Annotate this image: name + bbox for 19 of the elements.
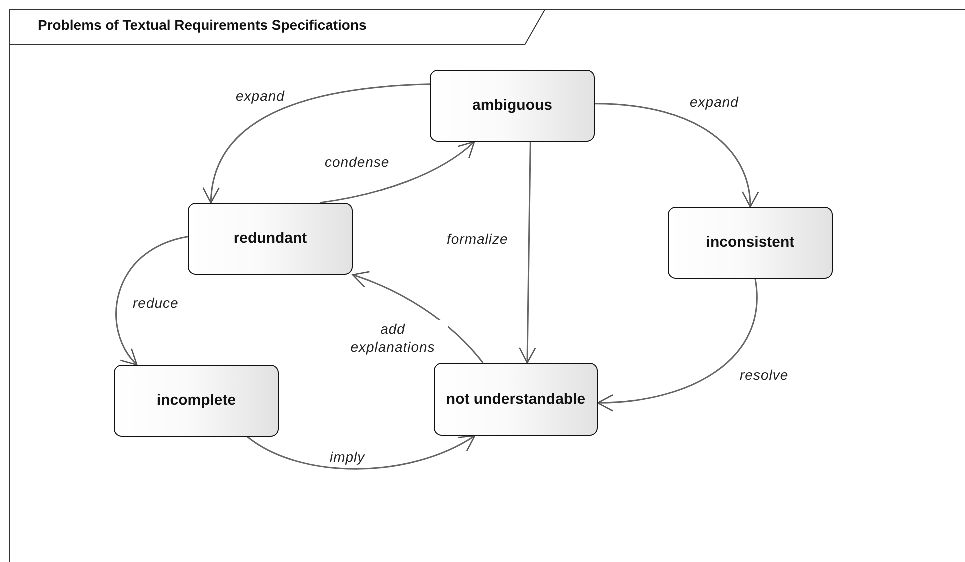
state-box: [188, 203, 353, 275]
state-name: incomplete: [156, 392, 238, 410]
arrow: [352, 272, 484, 364]
state-box: [114, 365, 279, 437]
arrow: [247, 435, 476, 470]
arrow: [204, 84, 430, 204]
state-box: [430, 70, 595, 142]
state-name: inconsistent: [705, 234, 796, 252]
arrow: [519, 142, 536, 364]
state-name: redundant: [232, 230, 308, 248]
arrow: [320, 141, 476, 204]
state-name: not understandable: [445, 390, 587, 408]
state-box: [668, 207, 833, 279]
arrow: [594, 103, 758, 208]
state-name: ambiguous: [471, 97, 554, 115]
arrow: [116, 236, 188, 366]
diagram-title: Problems of Textual Requirements Specifications: [38, 17, 367, 33]
state-box: [434, 363, 598, 436]
arrow: [597, 278, 758, 412]
